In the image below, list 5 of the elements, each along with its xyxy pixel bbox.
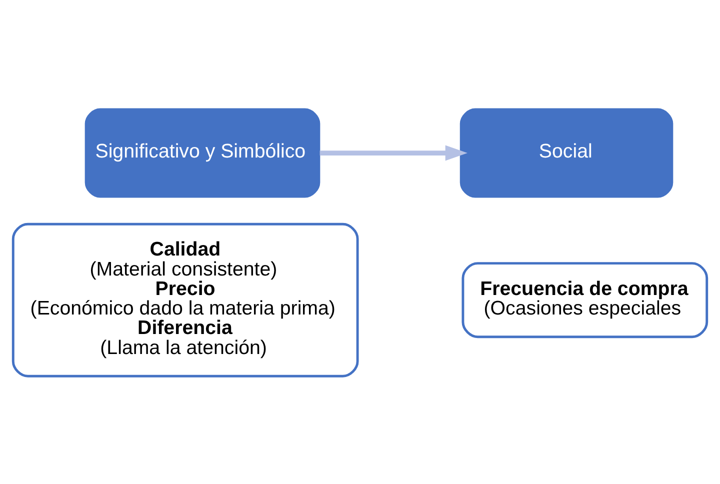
node-box: Calidad (Material consistente) Precio (Económico dado la materia prima) Diferencia (Llama la atención) bbox=[12, 222, 359, 377]
node-box: Significativo y Simbólico bbox=[84, 108, 320, 198]
node-box: Social bbox=[460, 108, 674, 198]
node-box: Frecuencia de compra (Ocasiones especiales bbox=[462, 262, 708, 338]
arrow bbox=[320, 144, 468, 160]
